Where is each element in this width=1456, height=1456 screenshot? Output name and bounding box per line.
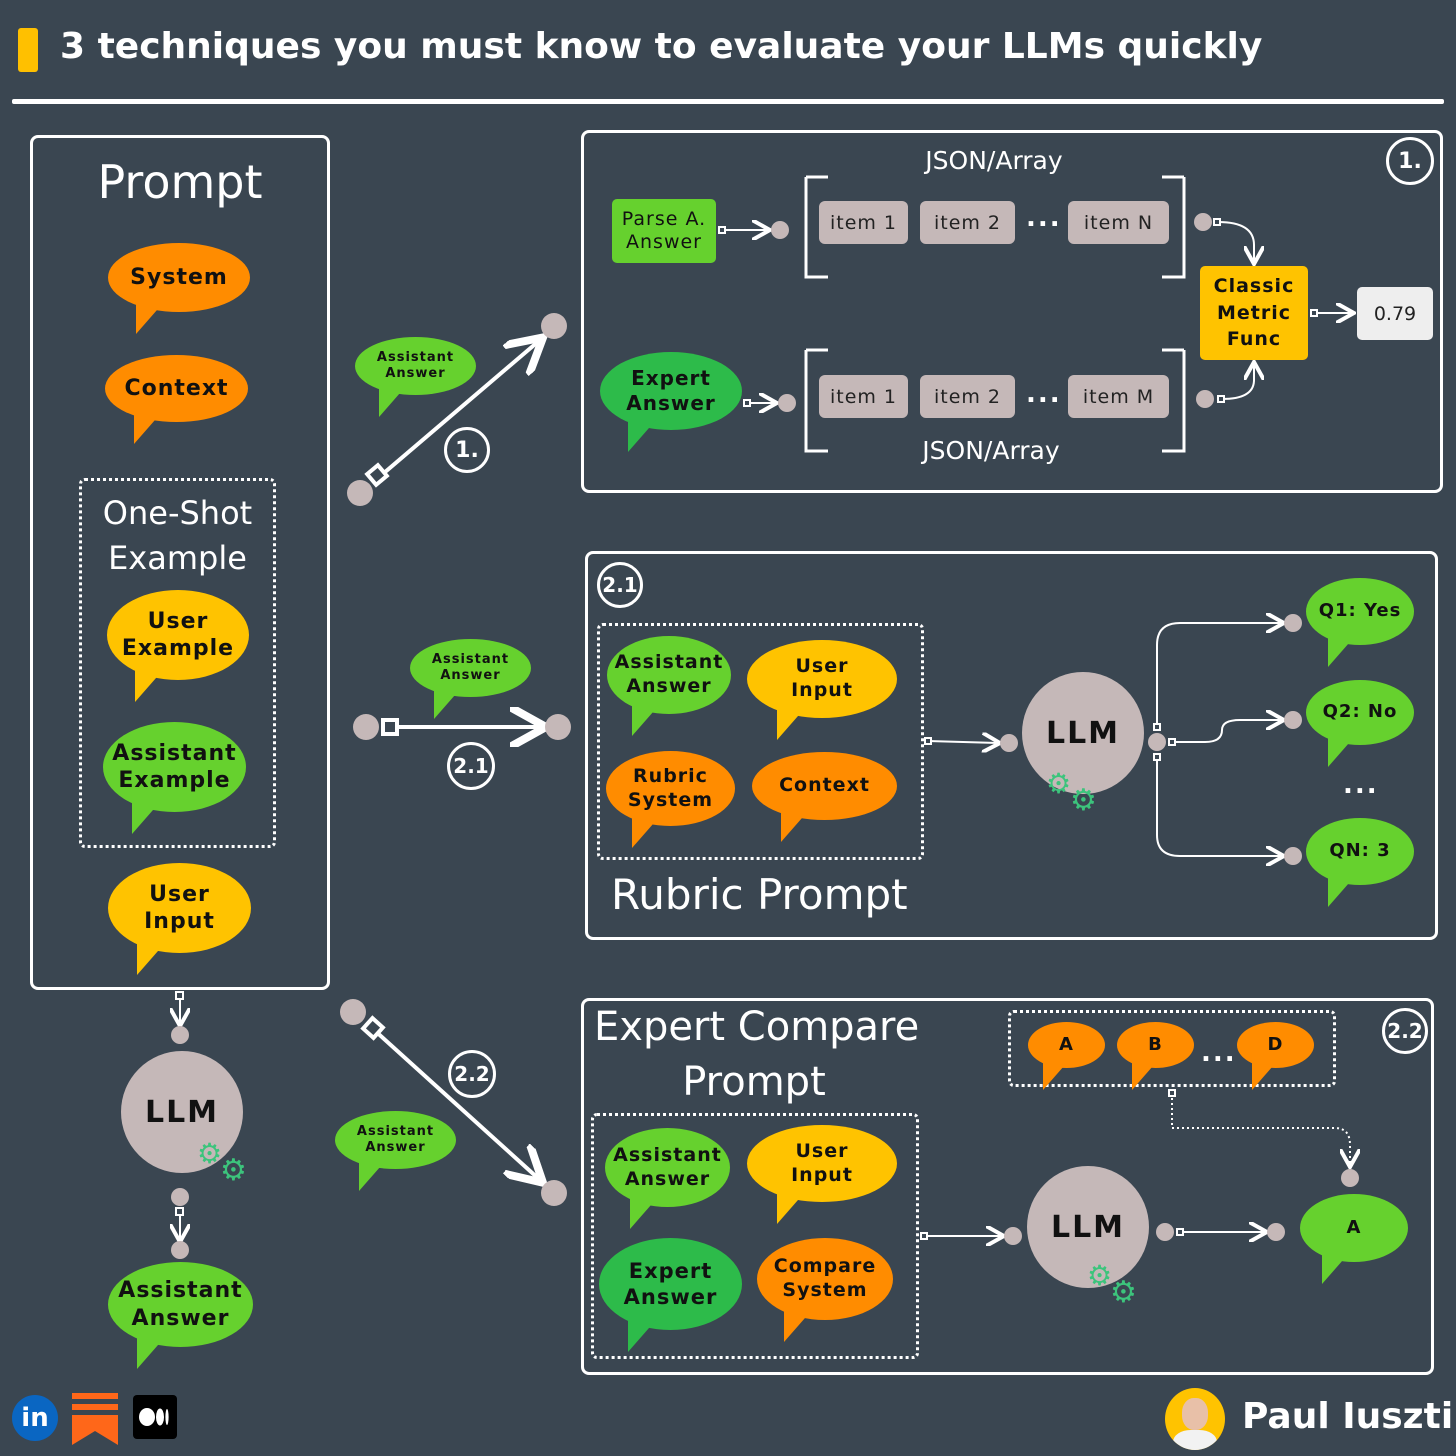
- one-shot-label-1: One-Shot: [102, 494, 253, 532]
- gear-icon: ⚙: [1087, 1259, 1113, 1292]
- page-title: 3 techniques you must know to evaluate y…: [60, 26, 1263, 67]
- author-name: Paul Iusztin: [1242, 1396, 1456, 1437]
- llm-node: LLM: [121, 1051, 243, 1173]
- array-item: item 2: [920, 201, 1015, 244]
- panel-badge-1: 1.: [1386, 137, 1434, 185]
- technique-badge-1: 1.: [444, 427, 490, 473]
- options-group: [1008, 1010, 1336, 1087]
- array-item: item 1: [819, 201, 908, 244]
- one-shot-label-2: Example: [108, 539, 247, 577]
- classic-metric-func-box: Classic Metric Func: [1200, 266, 1308, 360]
- expert-compare-title-2: Prompt: [682, 1059, 826, 1105]
- linkedin-icon[interactable]: in: [12, 1395, 58, 1441]
- prompt-heading: Prompt: [97, 155, 263, 209]
- compare-system-bubble: Compare System: [757, 1238, 893, 1342]
- option-bubble: B: [1117, 1022, 1194, 1090]
- prompt-panel: [30, 135, 330, 990]
- author-avatar: [1165, 1388, 1225, 1450]
- assistant-answer-output-bubble: Assistant Answer: [108, 1262, 253, 1369]
- option-bubble: D: [1237, 1022, 1314, 1090]
- assistant-answer-bubble: Assistant Answer: [410, 639, 531, 719]
- json-array-label-bottom: JSON/Array: [922, 436, 1060, 465]
- technique-badge-2-1: 2.1: [447, 742, 495, 790]
- qn-answer-bubble: QN: 3: [1306, 818, 1414, 907]
- parse-answer-box: Parse A. Answer: [612, 199, 716, 263]
- user-example-bubble: User Example: [107, 590, 249, 702]
- ellipsis: ...: [1343, 770, 1379, 800]
- q1-answer-bubble: Q1: Yes: [1306, 578, 1414, 667]
- technique-2-2-panel: [581, 998, 1434, 1375]
- rubric-prompt-group: [597, 623, 924, 860]
- panel-badge-2-2: 2.2: [1382, 1008, 1428, 1054]
- context-bubble: Context: [105, 355, 248, 444]
- assistant-answer-bubble: Assistant Answer: [355, 337, 476, 417]
- expert-answer-bubble: Expert Answer: [599, 1238, 742, 1352]
- user-input-bubble: User Input: [747, 640, 897, 740]
- compare-prompt-group: [591, 1113, 919, 1359]
- array-item: item 2: [920, 375, 1015, 418]
- expert-compare-title-1: Expert Compare: [594, 1004, 920, 1050]
- medium-icon[interactable]: [133, 1395, 177, 1439]
- title-divider: [12, 99, 1444, 104]
- user-input-bubble: User Input: [108, 863, 251, 975]
- assistant-example-bubble: Assistant Example: [103, 722, 246, 834]
- expert-answer-bubble: Expert Answer: [600, 352, 742, 452]
- gear-icon: ⚙: [220, 1153, 247, 1188]
- user-input-bubble: User Input: [747, 1125, 897, 1224]
- assistant-answer-bubble: Assistant Answer: [605, 1128, 730, 1229]
- option-bubble: A: [1028, 1022, 1105, 1090]
- gear-icon: ⚙: [1110, 1275, 1137, 1310]
- context-bubble: Context: [752, 752, 897, 842]
- rubric-prompt-caption: Rubric Prompt: [611, 870, 908, 919]
- json-array-label-top: JSON/Array: [925, 146, 1063, 175]
- assistant-answer-bubble: Assistant Answer: [607, 636, 731, 736]
- substack-icon[interactable]: [72, 1393, 118, 1445]
- one-shot-group: [79, 478, 276, 848]
- score-value: 0.79: [1357, 287, 1433, 340]
- rubric-system-bubble: Rubric System: [606, 751, 735, 848]
- ellipsis: ...: [1026, 203, 1062, 233]
- llm-node: LLM: [1022, 672, 1144, 794]
- ellipsis: ...: [1201, 1038, 1237, 1068]
- technique-2-1-panel: [585, 551, 1438, 940]
- technique-badge-2-2: 2.2: [448, 1050, 496, 1098]
- title-accent-bar: [18, 28, 38, 72]
- llm-node: LLM: [1027, 1166, 1149, 1288]
- ellipsis: ...: [1026, 379, 1062, 409]
- panel-badge-2-1: 2.1: [597, 562, 643, 608]
- assistant-answer-bubble: Assistant Answer: [335, 1111, 456, 1191]
- array-item: item N: [1068, 201, 1169, 244]
- system-bubble: System: [108, 243, 250, 334]
- technique-1-panel: [581, 130, 1443, 493]
- gear-icon: ⚙: [1070, 783, 1097, 818]
- gear-icon: ⚙: [1046, 767, 1072, 800]
- result-bubble: A: [1300, 1194, 1408, 1284]
- q2-answer-bubble: Q2: No: [1306, 680, 1414, 767]
- gear-icon: ⚙: [197, 1137, 223, 1170]
- array-item: item M: [1068, 375, 1169, 418]
- array-item: item 1: [819, 375, 908, 418]
